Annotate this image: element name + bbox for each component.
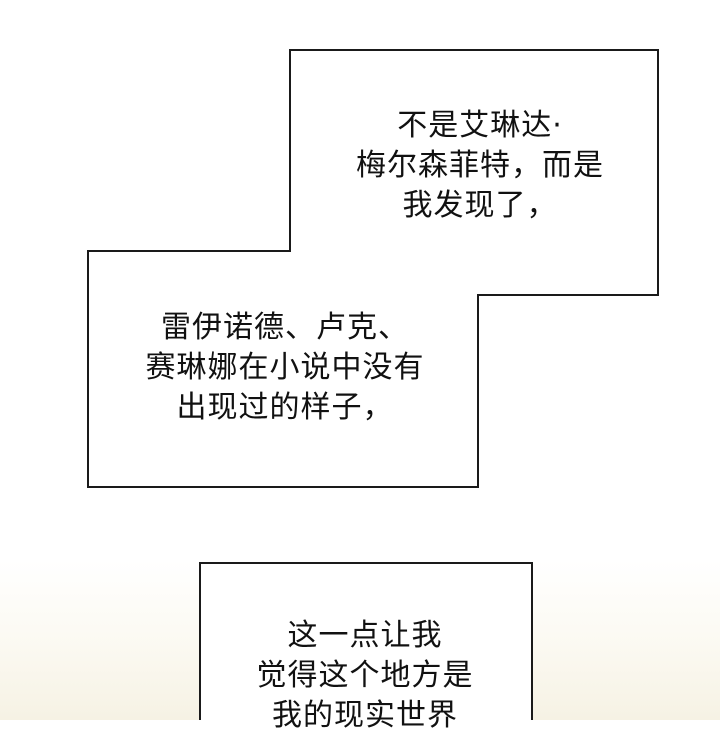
caption-3-line-2: 觉得这个地方是 [256,658,474,693]
caption-2-line-2: 赛琳娜在小说中没有 [145,350,425,385]
caption-text-2: 雷伊诺德、卢克、 赛琳娜在小说中没有 出现过的样子， [100,308,470,428]
caption-box-merged [87,49,659,488]
caption-box-lower [199,562,533,720]
caption-text-3: 这一点让我 觉得这个地方是 我的现实世界 [200,616,530,736]
caption-1-line-1: 不是艾琳达· [397,108,563,143]
caption-text-1: 不是艾琳达· 梅尔森菲特，而是 我发现了， [300,106,660,226]
caption-2-line-1: 雷伊诺德、卢克、 [161,310,409,345]
caption-3-line-1: 这一点让我 [287,618,443,653]
caption-3-line-3: 我的现实世界 [272,698,458,733]
caption-1-line-2: 梅尔森菲特，而是 [356,148,604,183]
caption-2-line-3: 出现过的样子， [176,390,394,425]
caption-boxes [87,49,659,720]
caption-1-line-3: 我发现了， [402,188,558,223]
